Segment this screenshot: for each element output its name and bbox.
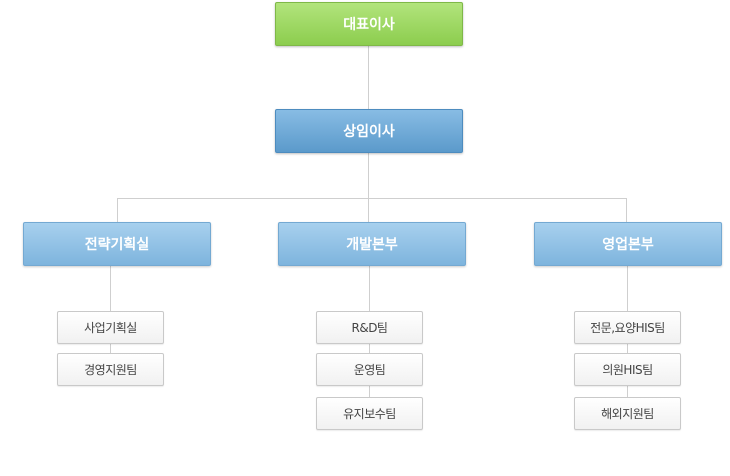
team-label: 전문,요양HIS팀: [590, 321, 665, 335]
ceo-label: 대표이사: [343, 17, 395, 33]
ceo-box: 대표이사: [275, 2, 463, 46]
division-label: 개발본부: [346, 237, 398, 253]
team-label: 사업기획실: [84, 321, 137, 335]
executive-box: 상임이사: [275, 109, 463, 153]
team-box: 의원HIS팀: [574, 353, 681, 386]
connector-div3-up: [626, 198, 627, 222]
team-box: 전문,요양HIS팀: [574, 311, 681, 344]
team-label: 유지보수팀: [343, 407, 396, 421]
connector-horizontal: [117, 198, 626, 199]
team-label: 운영팀: [353, 363, 386, 377]
team-label: 해외지원팀: [601, 407, 654, 421]
executive-label: 상임이사: [343, 124, 395, 140]
division-label: 영업본부: [602, 237, 654, 253]
division-strategy: 전략기획실: [23, 222, 211, 266]
division-development: 개발본부: [278, 222, 466, 266]
team-box: R&D팀: [316, 311, 423, 344]
division-label: 전략기획실: [84, 237, 150, 253]
connector-div1-up: [117, 198, 118, 222]
connector-exec-down: [368, 153, 369, 198]
team-box: 운영팀: [316, 353, 423, 386]
team-box: 경영지원팀: [57, 353, 164, 386]
connector-ceo-exec: [368, 46, 369, 109]
team-box: 사업기획실: [57, 311, 164, 344]
team-label: 경영지원팀: [84, 363, 137, 377]
team-box: 유지보수팀: [316, 397, 423, 430]
connector-div2-up: [368, 198, 369, 222]
team-box: 해외지원팀: [574, 397, 681, 430]
team-label: 의원HIS팀: [602, 363, 653, 377]
team-label: R&D팀: [351, 321, 388, 335]
division-sales: 영업본부: [534, 222, 722, 266]
